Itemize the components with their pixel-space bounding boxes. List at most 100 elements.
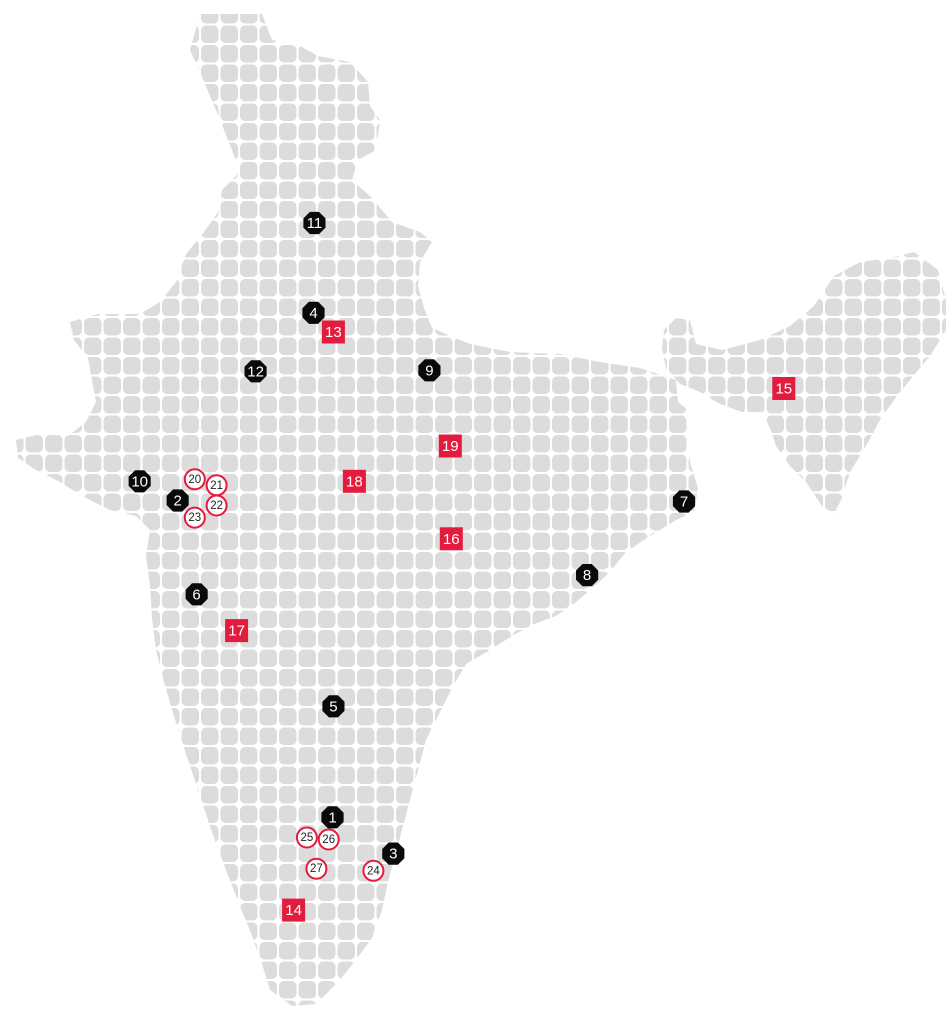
land-dot: [942, 454, 946, 472]
land-dot: [16, 571, 24, 589]
land-dot: [552, 279, 570, 297]
marker-11[interactable]: 11: [303, 211, 326, 235]
land-dot: [415, 201, 433, 219]
land-dot: [610, 357, 628, 375]
land-dot: [240, 14, 258, 24]
land-dot: [16, 864, 24, 882]
land-dot: [25, 961, 43, 979]
land-dot: [84, 162, 102, 180]
land-dot: [591, 435, 609, 453]
land-dot: [415, 415, 433, 433]
land-dot: [786, 337, 804, 355]
marker-6[interactable]: 6: [185, 583, 208, 606]
land-dot: [181, 981, 199, 999]
land-dot: [220, 688, 238, 706]
land-dot: [220, 318, 238, 336]
land-dot: [591, 84, 609, 102]
land-dot: [669, 415, 687, 433]
marker-3[interactable]: 3: [382, 842, 405, 865]
land-dot: [474, 786, 492, 804]
land-dot: [357, 337, 375, 355]
land-dot: [103, 454, 121, 472]
land-dot: [279, 727, 297, 745]
land-dot: [688, 864, 706, 882]
land-dot: [844, 630, 862, 648]
marker-12[interactable]: 12: [244, 360, 267, 383]
land-dot: [220, 825, 238, 843]
marker-1[interactable]: 1: [321, 806, 344, 829]
land-dot: [688, 201, 706, 219]
marker-23[interactable]: 23: [183, 506, 206, 529]
marker-24[interactable]: 24: [362, 859, 385, 882]
land-dot: [103, 864, 121, 882]
marker-17[interactable]: 17: [225, 619, 249, 643]
land-dot: [805, 474, 823, 492]
land-dot: [805, 805, 823, 823]
land-dot: [357, 240, 375, 258]
land-dot: [669, 552, 687, 570]
marker-25[interactable]: 25: [295, 826, 318, 849]
land-dot: [357, 298, 375, 316]
land-dot: [474, 318, 492, 336]
land-dot: [786, 864, 804, 882]
marker-14[interactable]: 14: [282, 898, 306, 922]
land-dot: [376, 240, 394, 258]
marker-7[interactable]: 7: [672, 490, 696, 513]
land-dot: [513, 630, 531, 648]
marker-8[interactable]: 8: [576, 564, 599, 587]
land-dot: [16, 708, 24, 726]
land-dot: [669, 162, 687, 180]
marker-15[interactable]: 15: [772, 377, 796, 400]
land-dot: [181, 337, 199, 355]
marker-9[interactable]: 9: [418, 359, 441, 382]
land-dot: [766, 103, 784, 121]
marker-22[interactable]: 22: [205, 494, 228, 517]
land-dot: [747, 571, 765, 589]
land-dot: [610, 123, 628, 141]
land-dot: [240, 903, 258, 921]
land-dot: [649, 649, 667, 667]
marker-19[interactable]: 19: [438, 434, 462, 458]
land-dot: [396, 181, 414, 199]
land-dot: [454, 747, 472, 765]
land-dot: [571, 1000, 589, 1006]
marker-4[interactable]: 4: [302, 301, 325, 324]
land-dot: [493, 630, 511, 648]
land-dot: [649, 454, 667, 472]
land-dot: [357, 630, 375, 648]
land-dot: [825, 123, 843, 141]
land-dot: [454, 240, 472, 258]
land-dot: [298, 25, 316, 43]
marker-21[interactable]: 21: [205, 474, 228, 497]
land-dot: [883, 825, 901, 843]
land-dot: [64, 922, 82, 940]
land-dot: [513, 298, 531, 316]
marker-13[interactable]: 13: [321, 320, 345, 344]
land-dot: [922, 123, 940, 141]
land-dot: [688, 14, 706, 24]
land-dot: [376, 123, 394, 141]
land-dot: [279, 201, 297, 219]
land-dot: [864, 727, 882, 745]
land-dot: [181, 532, 199, 550]
marker-20[interactable]: 20: [183, 468, 206, 491]
land-dot: [552, 162, 570, 180]
marker-2[interactable]: 2: [166, 489, 189, 512]
marker-26[interactable]: 26: [317, 828, 340, 851]
land-dot: [532, 25, 550, 43]
land-dot: [25, 610, 43, 628]
land-dot: [532, 142, 550, 160]
land-dot: [396, 142, 414, 160]
land-dot: [825, 532, 843, 550]
marker-label: 3: [389, 846, 397, 863]
land-dot: [669, 708, 687, 726]
marker-18[interactable]: 18: [342, 469, 366, 493]
land-dot: [513, 435, 531, 453]
marker-5[interactable]: 5: [322, 695, 345, 718]
land-dot: [532, 532, 550, 550]
marker-16[interactable]: 16: [439, 527, 463, 551]
marker-27[interactable]: 27: [305, 857, 328, 880]
land-dot: [435, 396, 453, 414]
marker-10[interactable]: 10: [128, 470, 151, 493]
land-dot: [766, 474, 784, 492]
